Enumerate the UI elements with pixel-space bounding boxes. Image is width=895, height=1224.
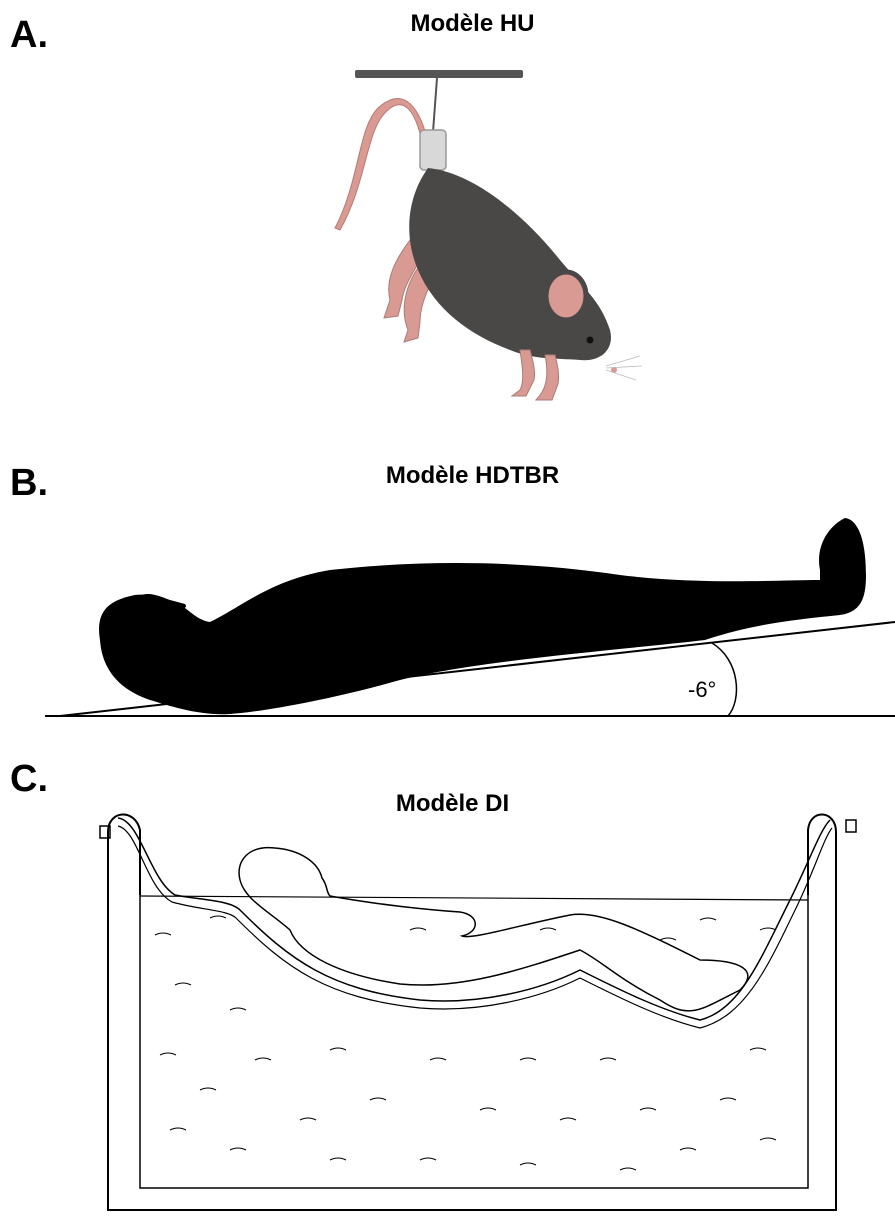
tank-outer-wall <box>108 832 836 1210</box>
person-outline <box>239 848 748 1011</box>
water-surface <box>140 896 808 900</box>
clip-right <box>846 820 856 832</box>
water-ripples <box>155 916 776 1170</box>
tank-rim-left <box>108 814 140 895</box>
tank-inner-wall <box>140 895 808 1188</box>
tank-rim-right <box>808 814 836 895</box>
